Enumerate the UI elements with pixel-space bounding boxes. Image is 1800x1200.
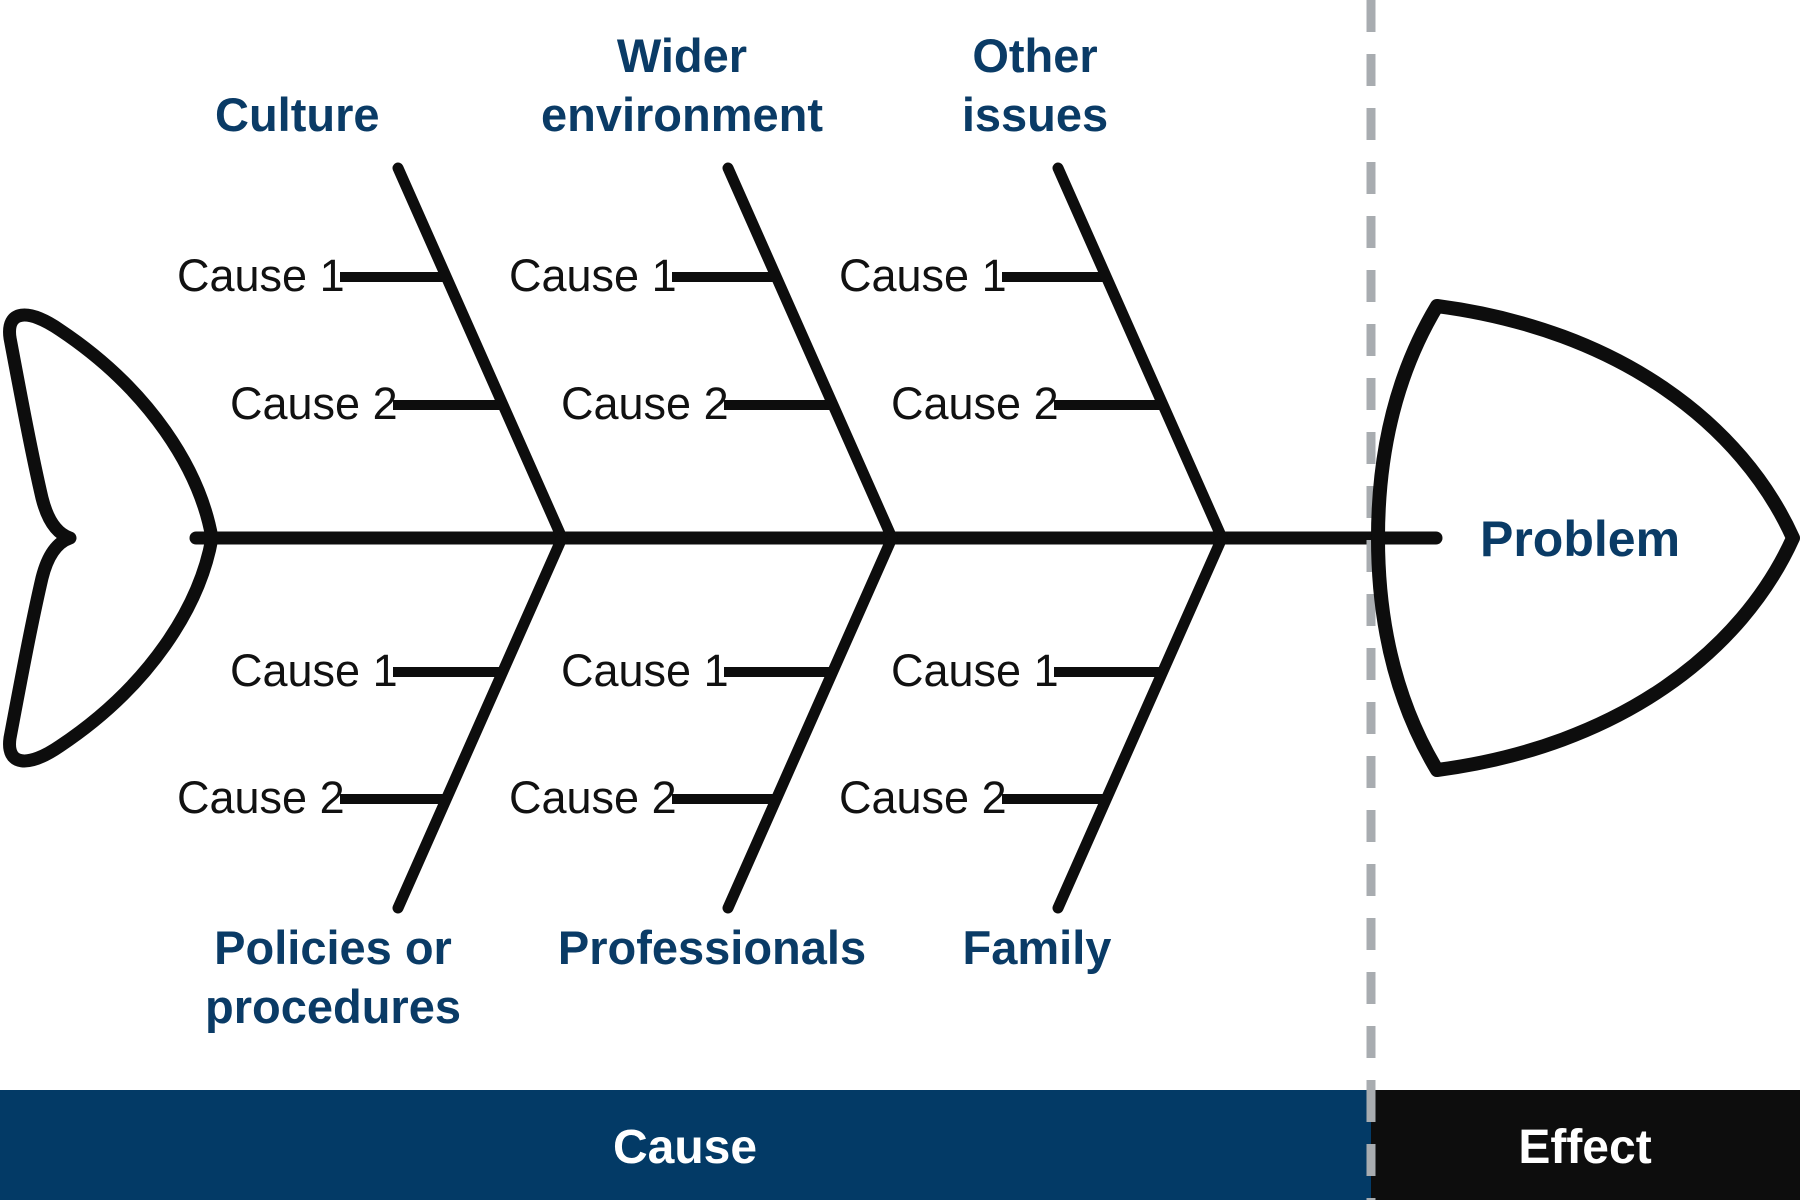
upper-branch-wider-environment: Wider environment Cause 1 Cause 2	[509, 29, 898, 544]
cause-label-1: Cause 1	[509, 250, 677, 301]
category-label-wider-environment-line2: environment	[541, 88, 823, 141]
cause-label-1: Cause 1	[891, 645, 1059, 696]
cause-label-2: Cause 2	[509, 772, 677, 823]
upper-branch-other-issues: Other issues Cause 1 Cause 2	[839, 29, 1228, 544]
fish-tail-icon	[3, 308, 219, 768]
branch-rib-line	[392, 162, 568, 544]
lower-branch-professionals: Cause 1 Cause 2 Professionals	[509, 532, 898, 974]
cause-label-1: Cause 1	[561, 645, 729, 696]
footer-effect-band	[1371, 1090, 1800, 1200]
category-label-other-issues-line1: Other	[972, 29, 1097, 82]
branch-rib-line	[1052, 162, 1228, 544]
footer-cause-band	[0, 1090, 1371, 1200]
cause-label-1: Cause 1	[839, 250, 1007, 301]
category-label-culture: Culture	[215, 88, 380, 141]
category-label-policies-line2: procedures	[205, 980, 461, 1033]
category-label-other-issues-line2: issues	[962, 88, 1108, 141]
fish-head-problem-shape	[1371, 299, 1800, 777]
branch-rib-line	[722, 532, 898, 914]
cause-label-1: Cause 1	[177, 250, 345, 301]
category-label-policies-line1: Policies or	[214, 921, 452, 974]
cause-label-1: Cause 1	[230, 645, 398, 696]
category-label-professionals: Professionals	[558, 921, 866, 974]
cause-label-2: Cause 2	[177, 772, 345, 823]
footer-effect-label: Effect	[1518, 1121, 1651, 1174]
cause-label-2: Cause 2	[891, 378, 1059, 429]
category-label-wider-environment-line1: Wider	[617, 29, 747, 82]
branch-rib-line	[392, 532, 568, 914]
cause-label-2: Cause 2	[561, 378, 729, 429]
upper-branch-culture: Culture Cause 1 Cause 2	[177, 88, 568, 544]
lower-branch-family: Cause 1 Cause 2 Family	[839, 532, 1228, 974]
branch-rib-line	[722, 162, 898, 544]
footer-bar: Cause Effect	[0, 1090, 1800, 1200]
footer-cause-label: Cause	[613, 1121, 757, 1174]
cause-label-2: Cause 2	[230, 378, 398, 429]
problem-label: Problem	[1480, 511, 1680, 567]
lower-branch-policies-or-procedures: Cause 1 Cause 2 Policies or procedures	[177, 532, 568, 1033]
category-label-family: Family	[963, 921, 1112, 974]
branch-rib-line	[1052, 532, 1228, 914]
cause-label-2: Cause 2	[839, 772, 1007, 823]
